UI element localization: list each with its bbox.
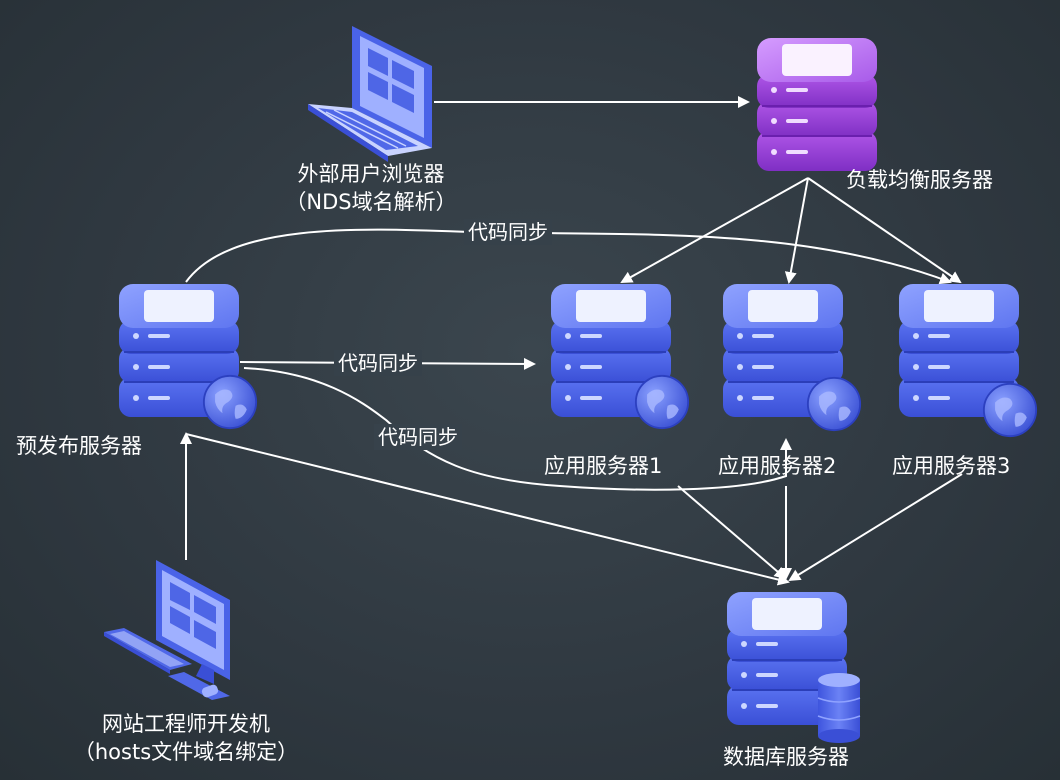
laptop-icon <box>308 26 432 162</box>
app2-globe-icon <box>806 376 862 432</box>
edge-sync-preprod-to-app3 <box>185 228 952 285</box>
db-server <box>726 591 861 743</box>
edge-lb-to-app3 <box>807 177 962 284</box>
app2-server <box>722 283 862 432</box>
app3-label: 应用服务器3 <box>892 454 1011 478</box>
edge-app3-to-db <box>788 473 963 582</box>
edge-label-sync-mid: 代码同步 <box>334 350 422 376</box>
devpc-label: 网站工程师开发机 （hosts文件域名绑定） <box>74 710 298 766</box>
edge-sync-preprod-to-app2 <box>243 367 792 491</box>
db-label: 数据库服务器 <box>723 745 849 769</box>
app3-globe-icon <box>982 382 1038 438</box>
preprod-server <box>118 283 258 430</box>
edge-lb-to-app2 <box>784 177 809 284</box>
edge-preprod-to-db <box>185 433 790 586</box>
database-cylinder-icon <box>817 673 861 743</box>
app3-server <box>898 283 1038 438</box>
browser-label: 外部用户浏览器 （NDS域名解析） <box>285 160 456 216</box>
preprod-globe-icon <box>202 374 258 430</box>
edge-lb-to-app1 <box>620 177 809 283</box>
edge-label-sync-top: 代码同步 <box>464 219 552 245</box>
edge-label-sync-low: 代码同步 <box>374 424 462 450</box>
lb-label: 负载均衡服务器 <box>846 168 993 192</box>
devpc-label-line2: （hosts文件域名绑定） <box>73 740 299 764</box>
preprod-label: 预发布服务器 <box>16 434 142 458</box>
desktop-pc-icon <box>104 560 230 700</box>
app2-label: 应用服务器2 <box>718 454 837 478</box>
devpc-label-line1: 网站工程师开发机 <box>102 712 270 736</box>
app1-server <box>550 283 690 430</box>
edge-app1-to-db <box>677 485 787 580</box>
app1-label: 应用服务器1 <box>544 454 663 478</box>
lb-server-icon <box>756 37 878 172</box>
browser-label-line1: 外部用户浏览器 <box>297 162 445 186</box>
browser-label-line2: （NDS域名解析） <box>285 190 457 214</box>
app1-globe-icon <box>634 374 690 430</box>
